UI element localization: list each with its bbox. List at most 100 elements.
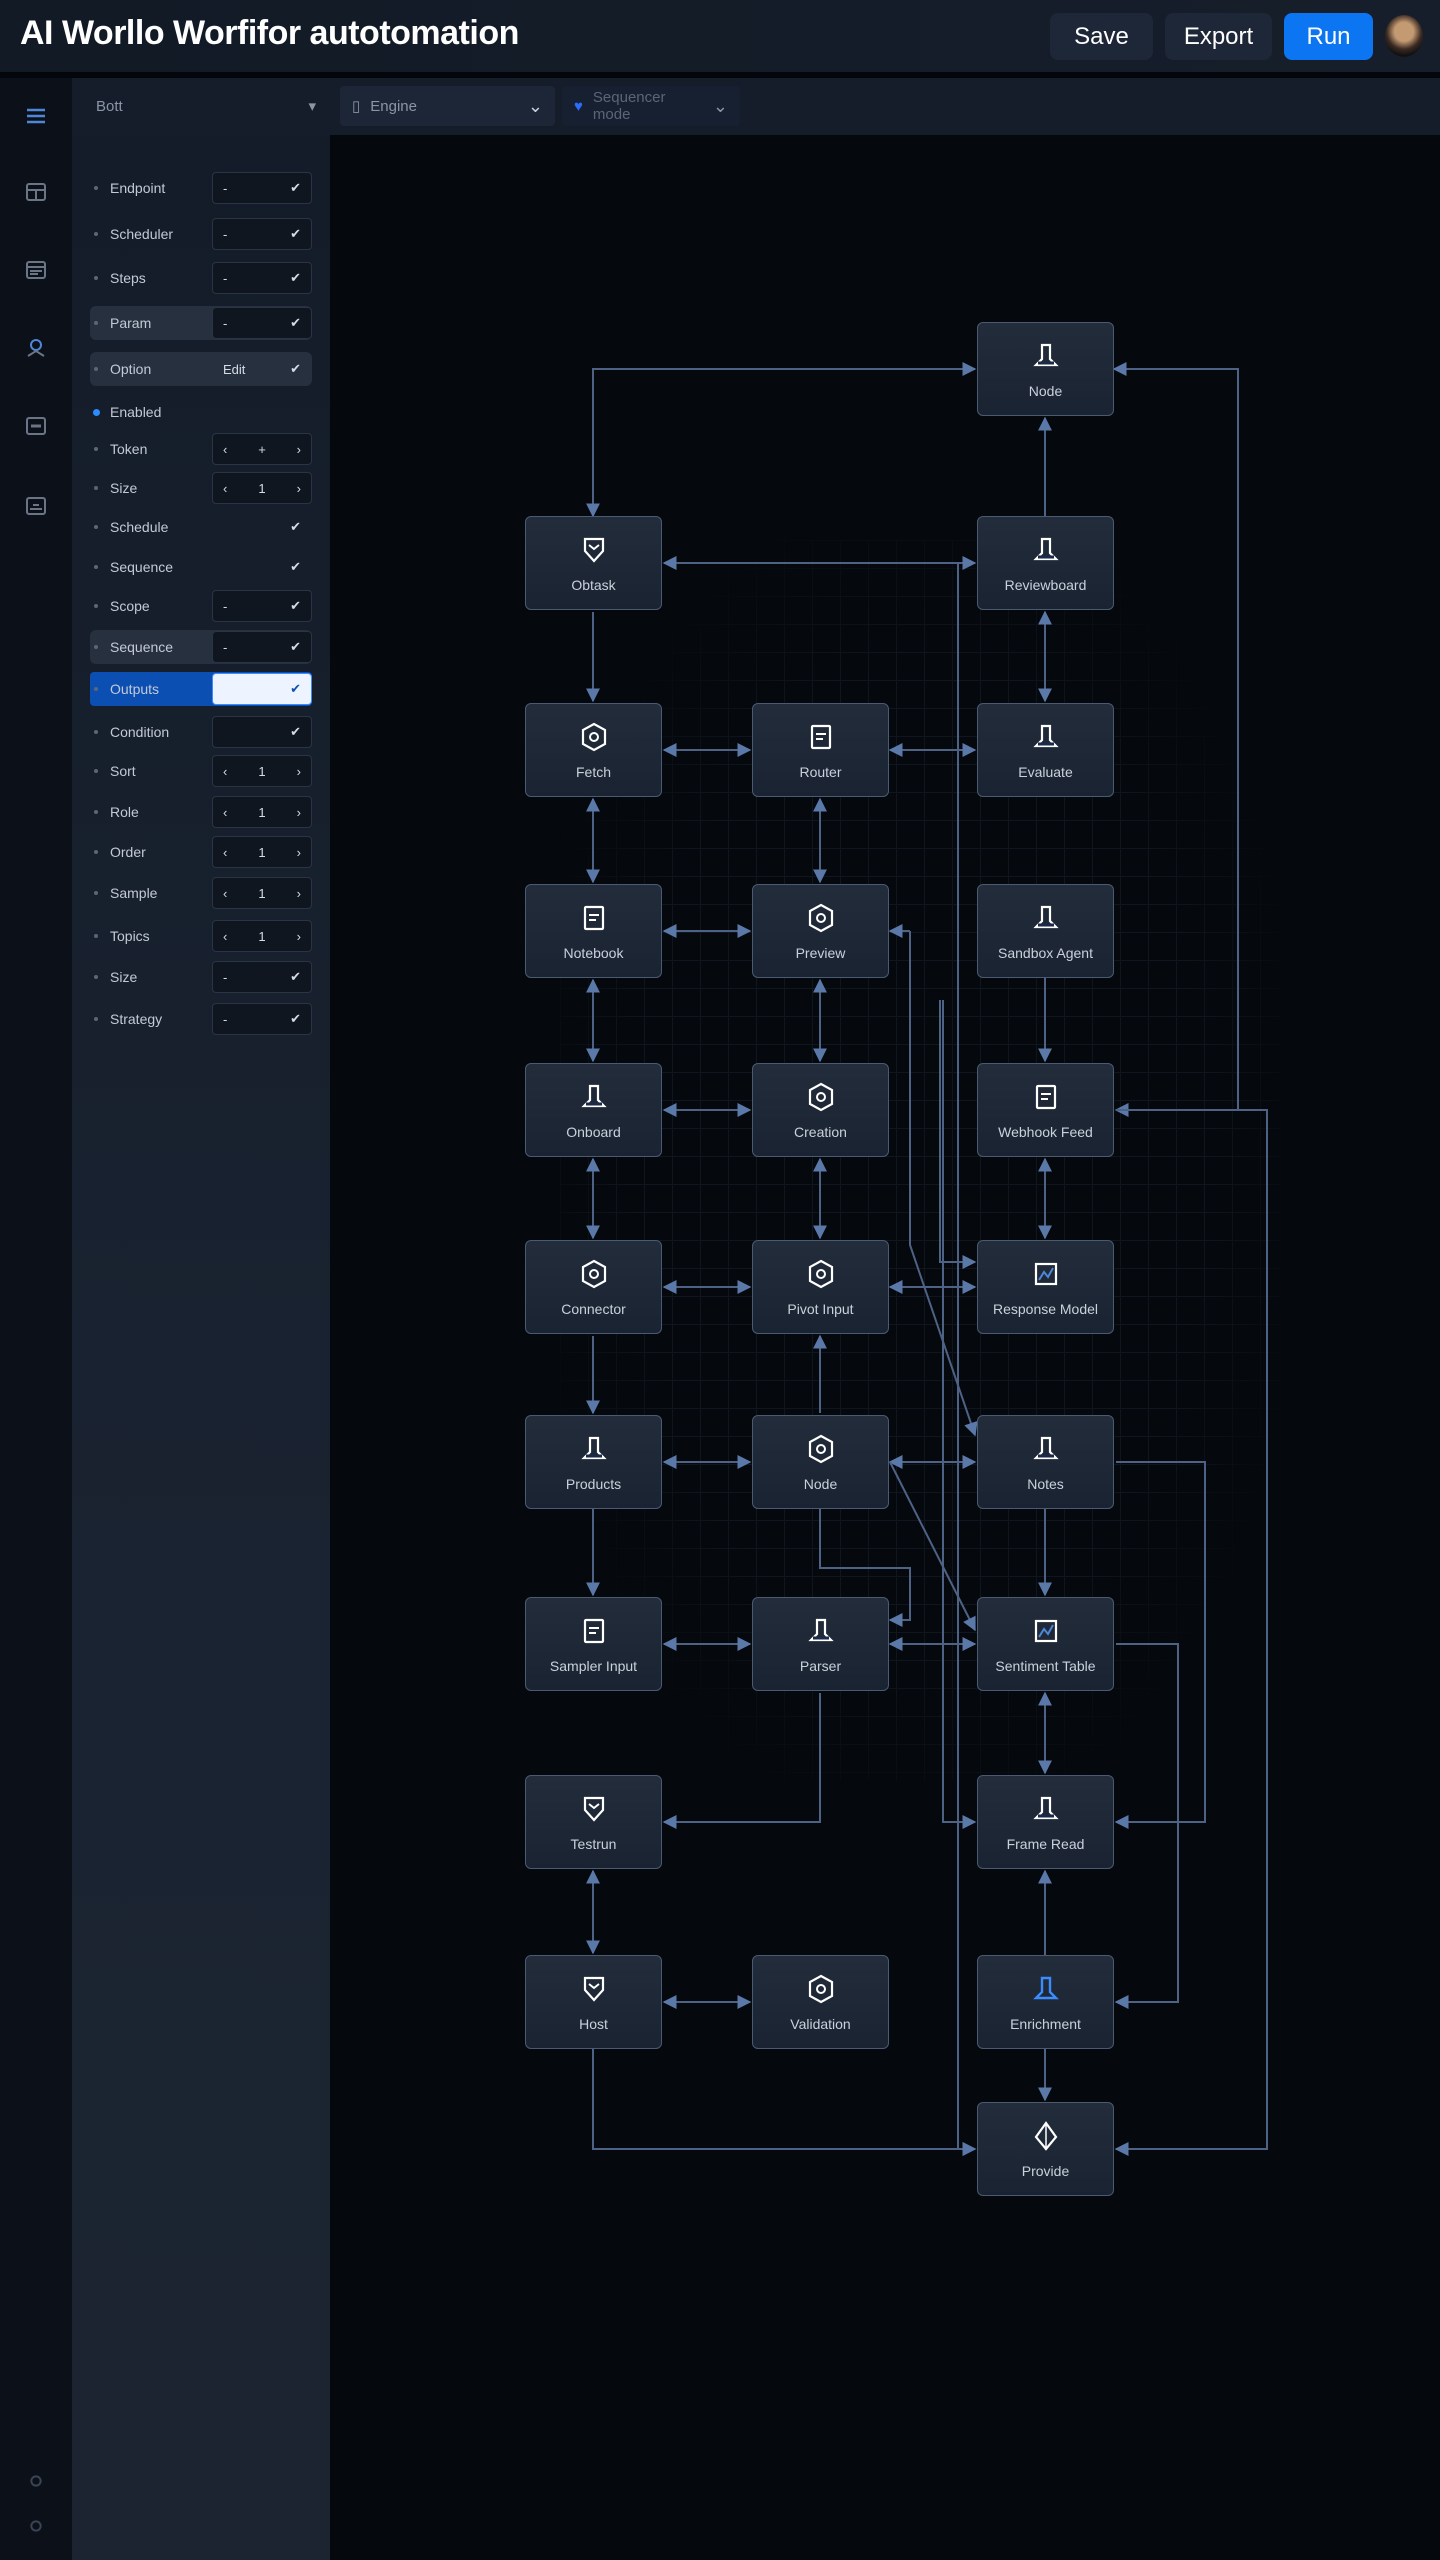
workflow-node[interactable]: Sampler Input: [525, 1597, 662, 1691]
settings-icon[interactable]: [28, 2473, 44, 2489]
sidebar-row-schedule[interactable]: Schedule✔: [90, 510, 312, 544]
workflow-node[interactable]: Enrichment: [977, 1955, 1114, 2049]
increment-icon[interactable]: ›: [296, 885, 301, 901]
mode-dropdown[interactable]: ♥ Sequencer mode ⌄: [562, 86, 740, 126]
workflow-node[interactable]: Notes: [977, 1415, 1114, 1509]
select-control[interactable]: ✔: [212, 716, 312, 748]
sidebar-row-condition[interactable]: Condition✔: [90, 715, 312, 749]
sidebar-row-token[interactable]: Token‹+›: [90, 432, 312, 466]
workflow-node[interactable]: Connector: [525, 1240, 662, 1334]
stepper-control[interactable]: ‹1›: [212, 755, 312, 787]
stepper-control[interactable]: ‹1›: [212, 472, 312, 504]
select-control[interactable]: ✔: [212, 673, 312, 705]
select-control[interactable]: -✔: [212, 631, 312, 663]
sidebar-row-order[interactable]: Order‹1›: [90, 835, 312, 869]
decrement-icon[interactable]: ‹: [223, 441, 228, 457]
agent-icon[interactable]: [24, 336, 48, 360]
increment-icon[interactable]: ›: [296, 763, 301, 779]
select-control[interactable]: -✔: [212, 218, 312, 250]
workflow-node[interactable]: Provide: [977, 2102, 1114, 2196]
decrement-icon[interactable]: ‹: [223, 928, 228, 944]
workflow-node[interactable]: Testrun: [525, 1775, 662, 1869]
select-control[interactable]: -✔: [212, 307, 312, 339]
sidebar-row-param[interactable]: Param-✔: [90, 306, 312, 340]
select-control[interactable]: ✔: [212, 551, 312, 583]
workflow-node[interactable]: Products: [525, 1415, 662, 1509]
workflow-node[interactable]: Host: [525, 1955, 662, 2049]
menu-icon[interactable]: [24, 104, 48, 128]
sidebar-row-sequence[interactable]: Sequence-✔: [90, 630, 312, 664]
workflow-node[interactable]: Creation: [752, 1063, 889, 1157]
sidebar-row-sample[interactable]: Sample‹1›: [90, 876, 312, 910]
sidebar-row-role[interactable]: Role‹1›: [90, 795, 312, 829]
sidebar-row-steps[interactable]: Steps-✔: [90, 261, 312, 295]
hex-icon: [581, 1259, 606, 1289]
increment-icon[interactable]: ›: [296, 480, 301, 496]
table-icon[interactable]: [24, 258, 48, 282]
decrement-icon[interactable]: ‹: [223, 844, 228, 860]
sidebar-row-scope[interactable]: Scope-✔: [90, 589, 312, 623]
workflow-node[interactable]: Node: [977, 322, 1114, 416]
user-avatar[interactable]: [1385, 15, 1423, 57]
decrement-icon[interactable]: ‹: [223, 480, 228, 496]
bullet-icon: [94, 769, 98, 773]
workflow-node[interactable]: Notebook: [525, 884, 662, 978]
help-icon[interactable]: [28, 2518, 44, 2534]
export-button[interactable]: Export: [1165, 13, 1272, 60]
workflow-node[interactable]: Reviewboard: [977, 516, 1114, 610]
workflow-node[interactable]: Node: [752, 1415, 889, 1509]
select-control[interactable]: Edit✔: [212, 353, 312, 385]
stepper-control[interactable]: ‹1›: [212, 920, 312, 952]
select-control[interactable]: -✔: [212, 262, 312, 294]
select-control[interactable]: -✔: [212, 172, 312, 204]
search-input[interactable]: Bott ▾: [86, 86, 326, 126]
sidebar-row-enabled[interactable]: Enabled: [90, 395, 312, 429]
decrement-icon[interactable]: ‹: [223, 885, 228, 901]
sidebar-row-sort[interactable]: Sort‹1›: [90, 754, 312, 788]
select-control[interactable]: -✔: [212, 961, 312, 993]
sidebar-row-endpoint[interactable]: Endpoint-✔: [90, 171, 312, 205]
stepper-control[interactable]: ‹1›: [212, 796, 312, 828]
sidebar-row-size[interactable]: Size-✔: [90, 960, 312, 994]
select-control[interactable]: -✔: [212, 1003, 312, 1035]
sidebar-row-size[interactable]: Size‹1›: [90, 471, 312, 505]
workflow-node[interactable]: Evaluate: [977, 703, 1114, 797]
stepper-control[interactable]: ‹1›: [212, 836, 312, 868]
bell-icon: [1032, 1436, 1059, 1460]
decrement-icon[interactable]: ‹: [223, 763, 228, 779]
sidebar-row-outputs[interactable]: Outputs✔: [90, 672, 312, 706]
workflow-node[interactable]: Webhook Feed: [977, 1063, 1114, 1157]
engine-dropdown[interactable]: ▯ Engine ⌄: [340, 86, 555, 126]
save-button[interactable]: Save: [1050, 13, 1153, 60]
workflow-node[interactable]: Response Model: [977, 1240, 1114, 1334]
workflow-node[interactable]: Router: [752, 703, 889, 797]
workflow-node[interactable]: Fetch: [525, 703, 662, 797]
sidebar-row-scheduler[interactable]: Scheduler-✔: [90, 217, 312, 251]
increment-icon[interactable]: ›: [296, 804, 301, 820]
workflow-node[interactable]: Validation: [752, 1955, 889, 2049]
layout-icon[interactable]: [24, 180, 48, 204]
monitor-icon[interactable]: [24, 494, 48, 518]
workflow-node[interactable]: Obtask: [525, 516, 662, 610]
sidebar-row-sequence[interactable]: Sequence✔: [90, 550, 312, 584]
workflow-node[interactable]: Pivot Input: [752, 1240, 889, 1334]
decrement-icon[interactable]: ‹: [223, 804, 228, 820]
workflow-node[interactable]: Onboard: [525, 1063, 662, 1157]
stepper-control[interactable]: ‹+›: [212, 433, 312, 465]
stepper-control[interactable]: ‹1›: [212, 877, 312, 909]
increment-icon[interactable]: ›: [296, 928, 301, 944]
select-control[interactable]: -✔: [212, 590, 312, 622]
increment-icon[interactable]: ›: [296, 844, 301, 860]
workflow-node[interactable]: Frame Read: [977, 1775, 1114, 1869]
workflow-node[interactable]: Preview: [752, 884, 889, 978]
sidebar-row-strategy[interactable]: Strategy-✔: [90, 1002, 312, 1036]
workflow-node[interactable]: Sandbox Agent: [977, 884, 1114, 978]
select-control[interactable]: ✔: [212, 511, 312, 543]
sidebar-row-topics[interactable]: Topics‹1›: [90, 919, 312, 953]
workflow-node[interactable]: Parser: [752, 1597, 889, 1691]
window-icon[interactable]: [24, 414, 48, 438]
workflow-node[interactable]: Sentiment Table: [977, 1597, 1114, 1691]
run-button[interactable]: Run: [1284, 13, 1373, 60]
increment-icon[interactable]: ›: [296, 441, 301, 457]
